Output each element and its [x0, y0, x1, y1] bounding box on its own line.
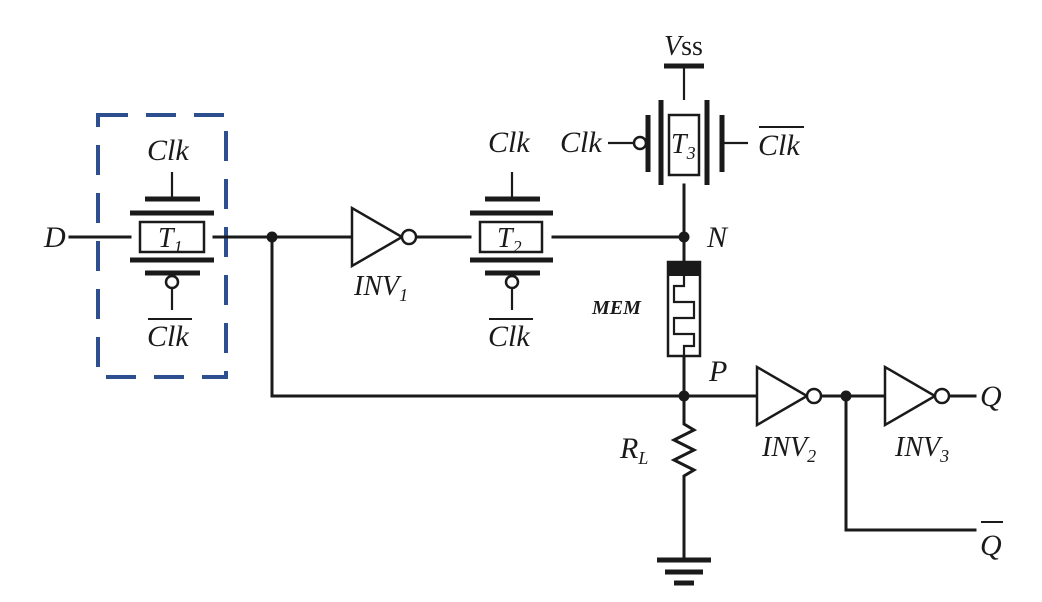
inv1-label: INV1	[353, 271, 408, 305]
inverter-inv1	[350, 205, 418, 269]
junction-n	[678, 231, 690, 243]
transistor-t2	[470, 172, 553, 310]
inverter-inv3	[883, 364, 951, 428]
resistor-rl	[670, 418, 698, 482]
t3-label: T3	[671, 129, 696, 163]
t2-clk-bottom-label: Clk	[488, 320, 530, 353]
transistor-t3	[608, 63, 748, 185]
output-qbar-label: Q	[980, 529, 1002, 562]
node-n-label: N	[706, 221, 729, 254]
t1-label: T1	[158, 223, 183, 257]
mem-label: MEM	[591, 297, 642, 319]
t2-label: T2	[497, 223, 522, 257]
junction-t1-output	[266, 231, 278, 243]
vss-label: Vss	[664, 31, 703, 62]
inv3-label: INV3	[894, 432, 949, 466]
t1-clk-bottom-label: Clk	[147, 320, 189, 353]
output-q-label: Q	[980, 380, 1002, 413]
t2-clk-top-label: Clk	[488, 126, 530, 159]
t3-clk-left-label: Clk	[560, 126, 602, 159]
t3-clk-right-label: Clk	[758, 129, 800, 162]
t1-highlight-box	[96, 113, 228, 379]
junction-inv2-output	[840, 390, 852, 402]
ground-icon	[657, 557, 711, 586]
transistor-t1	[130, 172, 214, 310]
inv2-label: INV2	[761, 432, 816, 466]
node-p-label: P	[708, 355, 727, 388]
input-d-label: D	[43, 221, 66, 254]
junction-p	[678, 390, 690, 402]
rl-label: RL	[619, 432, 648, 468]
inverter-inv2	[755, 364, 823, 428]
memristor	[666, 260, 702, 358]
t1-clk-top-label: Clk	[147, 134, 189, 167]
